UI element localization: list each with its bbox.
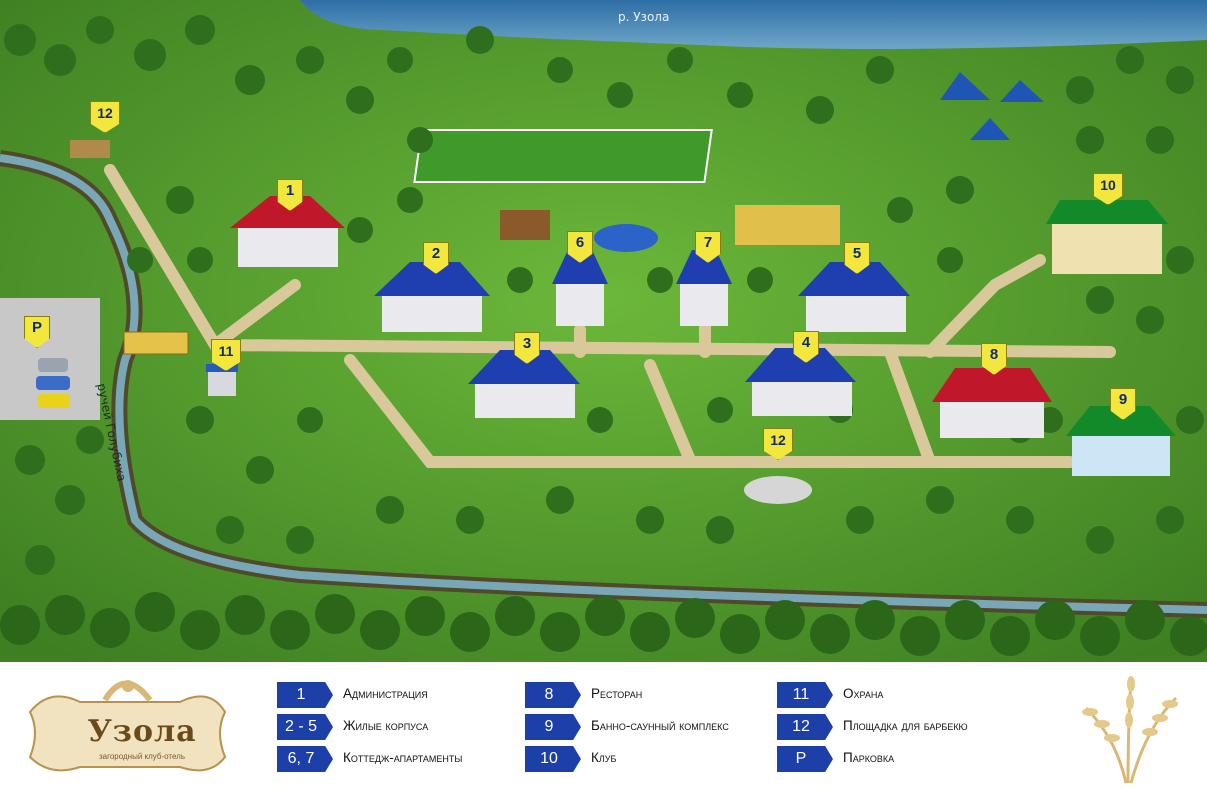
legend-label: Администрация bbox=[343, 686, 428, 701]
legend-badge: 2 - 5 bbox=[277, 714, 333, 740]
bbq-area bbox=[744, 476, 812, 504]
logo-title: Узола bbox=[87, 714, 197, 749]
legend-badge: 12 bbox=[777, 714, 833, 740]
map-graphic bbox=[0, 0, 1207, 662]
legend-label: Площадка для барбекю bbox=[843, 718, 968, 733]
bbq-pavilion-12 bbox=[70, 140, 110, 158]
building-6-cottage bbox=[552, 250, 608, 326]
building-11-security bbox=[206, 364, 238, 396]
building-10-club bbox=[1046, 200, 1168, 274]
legend-label: Клуб bbox=[591, 750, 617, 765]
legend-badge: 10 bbox=[525, 746, 581, 772]
playground bbox=[500, 210, 550, 240]
legend-label: Жилые корпуса bbox=[343, 718, 429, 733]
legend-label: Ресторан bbox=[591, 686, 643, 701]
legend-label: Банно-саунный комплекс bbox=[591, 718, 729, 733]
logo-graphic bbox=[28, 680, 227, 772]
building-7-cottage bbox=[676, 250, 732, 326]
building-9-sauna bbox=[1066, 406, 1176, 476]
legend-badge: 9 bbox=[525, 714, 581, 740]
bridge bbox=[123, 331, 189, 355]
resort-map: р. Узола ручей Голубиха 1 2 3 4 5 6 7 8 … bbox=[0, 0, 1207, 662]
tent bbox=[940, 72, 990, 100]
tree-line-south bbox=[0, 592, 1207, 656]
legend-label: Коттедж-апартаменты bbox=[343, 750, 463, 765]
river-label: р. Узола bbox=[618, 10, 670, 24]
pool bbox=[594, 224, 658, 252]
legend-badge: 11 bbox=[777, 682, 833, 708]
building-5 bbox=[798, 262, 910, 332]
legend-badge: 8 bbox=[525, 682, 581, 708]
legend-badge: 6, 7 bbox=[277, 746, 333, 772]
legend-panel: Узола загородный клуб-отель 1 Администра… bbox=[0, 662, 1207, 790]
wheat-ornament bbox=[1056, 668, 1196, 786]
legend-label: Охрана bbox=[843, 686, 884, 701]
logo-subtitle: загородный клуб-отель bbox=[98, 752, 186, 761]
building-3 bbox=[468, 350, 580, 418]
football-field bbox=[413, 129, 713, 183]
legend-badge: 1 bbox=[277, 682, 333, 708]
trees bbox=[4, 15, 1204, 575]
building-8-restaurant bbox=[932, 368, 1052, 438]
river-uzola bbox=[300, 0, 1207, 49]
wheat-ornament-graphic bbox=[1082, 676, 1178, 784]
hotel-logo: Узола загородный клуб-отель bbox=[10, 672, 235, 782]
volleyball-court bbox=[735, 205, 840, 245]
building-4 bbox=[745, 348, 856, 416]
legend-label: Парковка bbox=[843, 750, 895, 765]
building-2 bbox=[374, 262, 490, 332]
legend-badge: P bbox=[777, 746, 833, 772]
building-1-administration bbox=[230, 196, 345, 267]
